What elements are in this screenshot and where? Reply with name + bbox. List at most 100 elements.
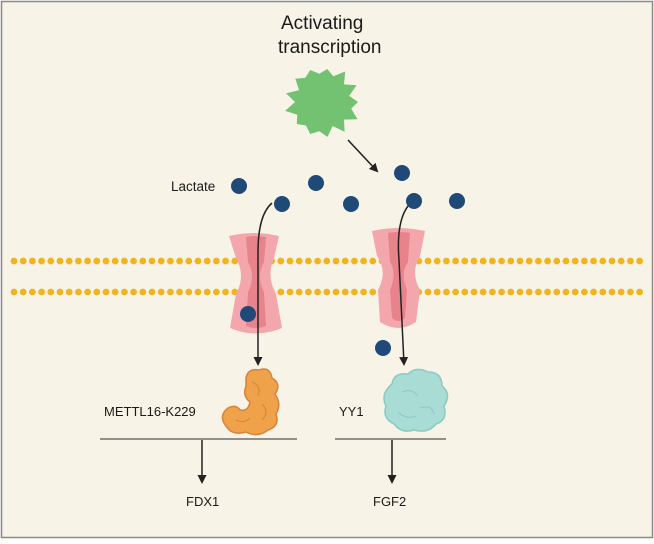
enzyme-label: METTL16-K229 bbox=[104, 404, 196, 419]
membrane-bead bbox=[194, 257, 202, 265]
membrane-bead bbox=[167, 257, 174, 265]
membrane-bead bbox=[323, 288, 331, 296]
membrane-bead bbox=[590, 257, 597, 265]
membrane-bead bbox=[507, 288, 515, 296]
membrane-bead bbox=[544, 257, 551, 265]
membrane-bead bbox=[10, 288, 18, 296]
product-right-label: FGF2 bbox=[373, 494, 407, 509]
membrane-bead bbox=[148, 257, 156, 265]
membrane-bead bbox=[286, 288, 294, 296]
membrane-bead bbox=[562, 257, 570, 265]
membrane-bead bbox=[489, 257, 496, 265]
membrane-bead bbox=[479, 257, 487, 265]
membrane-bead bbox=[516, 288, 524, 296]
protein-blob-icon bbox=[221, 368, 280, 436]
membrane-bead bbox=[553, 288, 561, 296]
membrane-bead bbox=[203, 257, 211, 265]
membrane-bead bbox=[323, 257, 331, 265]
membrane-bead bbox=[185, 288, 193, 296]
membrane-bead bbox=[470, 288, 478, 296]
membrane-bead bbox=[93, 288, 101, 296]
membrane-bead bbox=[433, 288, 441, 296]
membrane-bead bbox=[194, 288, 202, 296]
transport-arrow-left bbox=[253, 202, 273, 366]
membrane-bead bbox=[102, 257, 110, 265]
lactate-molecule bbox=[406, 193, 422, 209]
membrane-bead bbox=[369, 288, 377, 296]
membrane-top-layer bbox=[10, 257, 643, 265]
lactate-molecule bbox=[394, 165, 410, 181]
membrane-bead bbox=[121, 288, 128, 296]
membrane-bead bbox=[47, 288, 55, 296]
membrane-bead bbox=[65, 288, 73, 296]
membrane-bead bbox=[65, 257, 73, 265]
membrane-bead bbox=[19, 257, 27, 265]
membrane-bead bbox=[93, 257, 101, 265]
membrane-bead bbox=[203, 288, 211, 296]
membrane-bead bbox=[84, 257, 91, 265]
membrane-bead bbox=[489, 288, 496, 296]
membrane-bead bbox=[443, 257, 450, 265]
cloud-blob-icon bbox=[383, 368, 449, 432]
membrane-bottom-layer bbox=[10, 288, 643, 296]
membrane-bead bbox=[130, 288, 138, 296]
membrane-bead bbox=[571, 257, 579, 265]
transporter-right-inner bbox=[388, 232, 410, 321]
membrane-bead bbox=[553, 257, 561, 265]
membrane-bead bbox=[369, 257, 377, 265]
membrane-bead bbox=[424, 257, 432, 265]
membrane-bead bbox=[56, 288, 64, 296]
membrane-bead bbox=[608, 288, 616, 296]
membrane-bead bbox=[599, 257, 607, 265]
membrane-bead bbox=[222, 257, 230, 265]
lactate-molecule bbox=[240, 306, 256, 322]
membrane-bead bbox=[332, 288, 340, 296]
membrane-bead bbox=[452, 288, 459, 296]
membrane-bead bbox=[535, 257, 542, 265]
membrane-bead bbox=[10, 257, 18, 265]
membrane-bead bbox=[111, 288, 119, 296]
membrane-bead bbox=[139, 257, 147, 265]
membrane-bead bbox=[544, 288, 551, 296]
membrane-bead bbox=[231, 257, 239, 265]
membrane-bead bbox=[498, 257, 505, 265]
membrane-bead bbox=[507, 257, 515, 265]
membrane-bead bbox=[498, 288, 505, 296]
membrane-bead bbox=[29, 257, 36, 265]
membrane-bead bbox=[525, 257, 533, 265]
channel-icon bbox=[372, 228, 425, 328]
membrane-bead bbox=[599, 288, 607, 296]
membrane-bead bbox=[332, 257, 340, 265]
membrane-bead bbox=[470, 257, 478, 265]
membrane-bead bbox=[617, 288, 625, 296]
membrane-bead bbox=[562, 288, 570, 296]
membrane-bead bbox=[608, 257, 616, 265]
membrane-bead bbox=[222, 288, 230, 296]
membrane-bead bbox=[461, 288, 469, 296]
transporter-left-inner bbox=[246, 236, 266, 328]
lactate-molecule bbox=[274, 196, 290, 212]
membrane-bead bbox=[433, 257, 441, 265]
membrane-bead bbox=[617, 257, 625, 265]
membrane-bead bbox=[314, 288, 321, 296]
membrane-bead bbox=[351, 288, 358, 296]
lactate-molecule bbox=[375, 340, 391, 356]
membrane-bead bbox=[424, 288, 432, 296]
lactate-molecule bbox=[343, 196, 359, 212]
tf-label: YY1 bbox=[339, 404, 364, 419]
membrane-bead bbox=[590, 288, 597, 296]
membrane-bead bbox=[157, 257, 165, 265]
membrane-bead bbox=[535, 288, 542, 296]
membrane-bead bbox=[636, 257, 643, 265]
membrane-bead bbox=[102, 288, 110, 296]
membrane-bead bbox=[38, 257, 45, 265]
lactate-molecule bbox=[308, 175, 324, 191]
membrane-bead bbox=[525, 288, 533, 296]
lactate-molecules bbox=[231, 165, 465, 356]
spiky-blob-icon bbox=[285, 69, 358, 137]
membrane-bead bbox=[443, 288, 450, 296]
membrane-bead bbox=[360, 257, 367, 265]
membrane-bead bbox=[277, 288, 285, 296]
membrane-bead bbox=[452, 257, 459, 265]
